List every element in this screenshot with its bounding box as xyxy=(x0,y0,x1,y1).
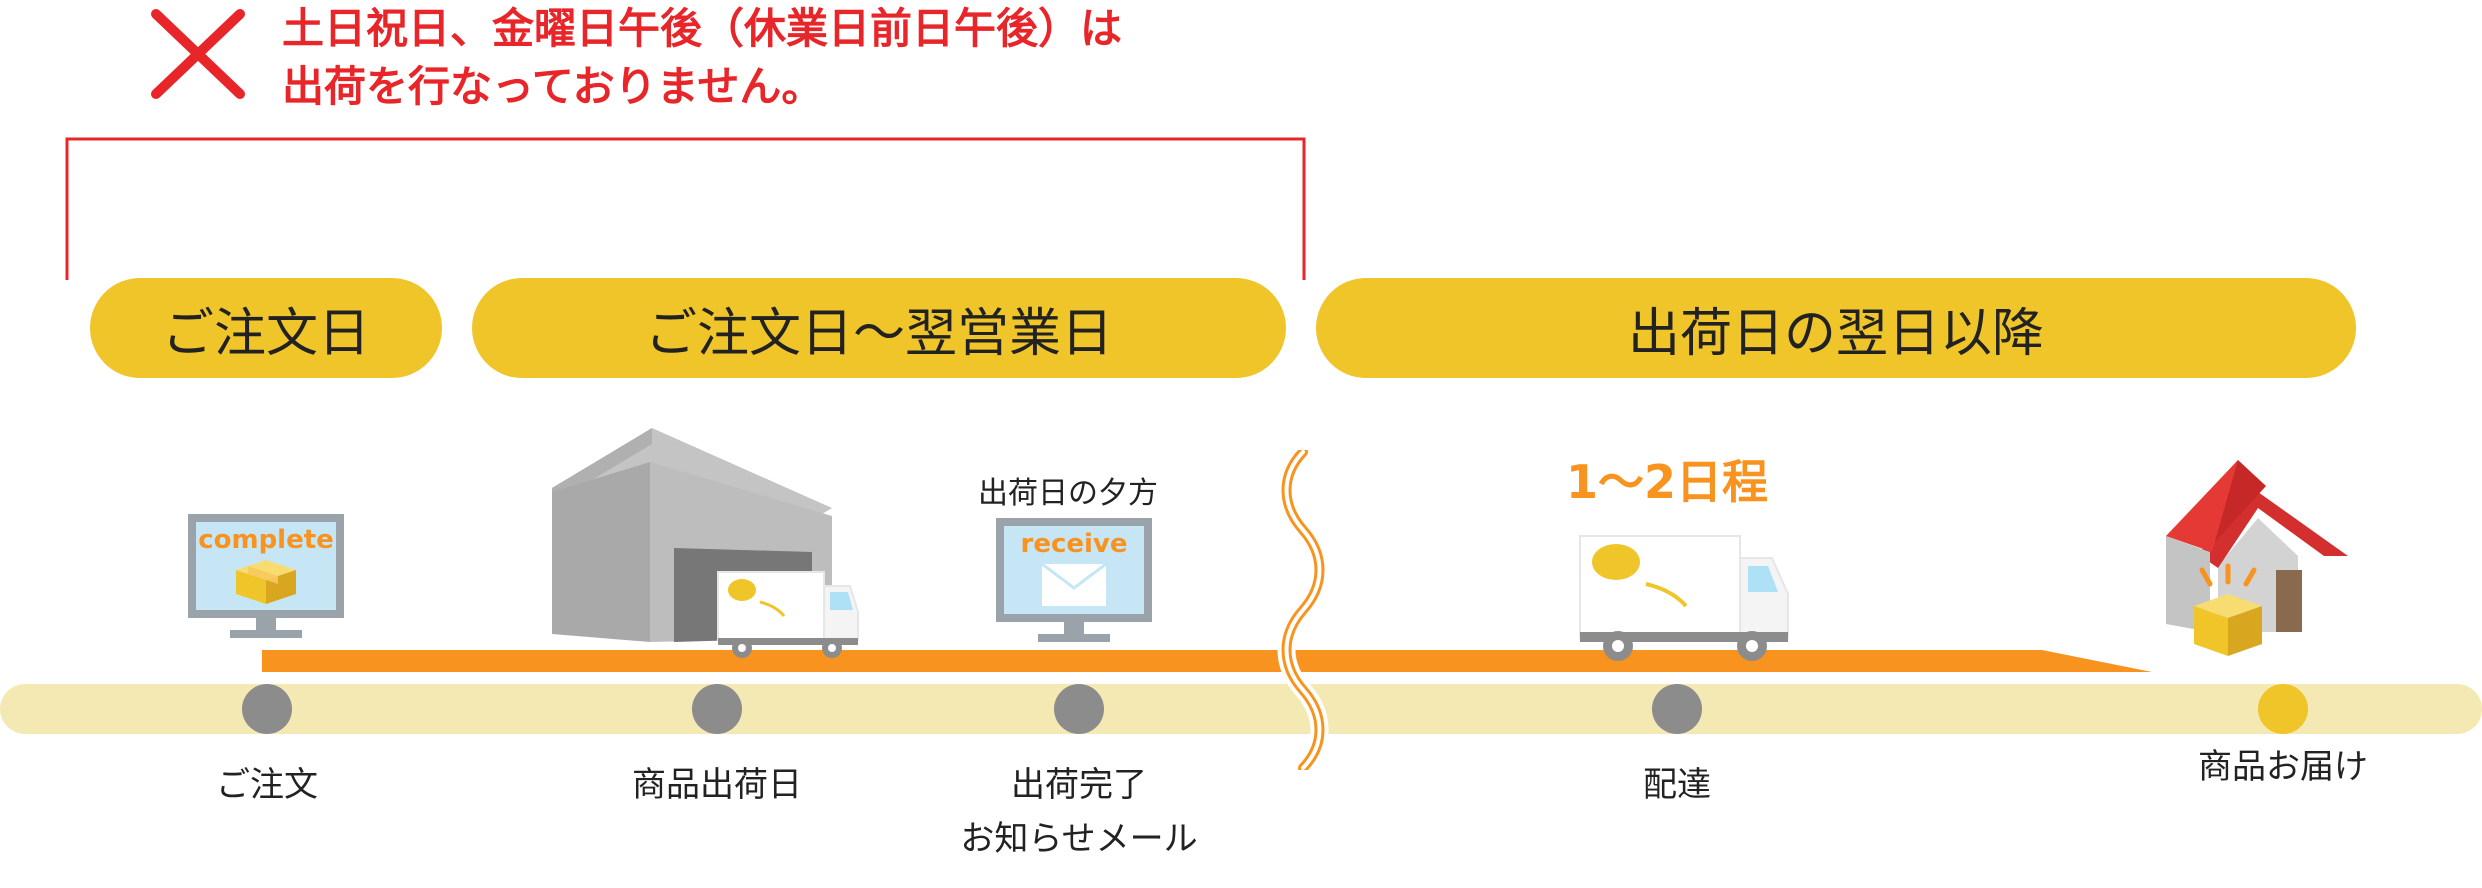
step-dot-ship xyxy=(692,684,742,734)
phase-next-business-day: ご注文日〜翌営業日 xyxy=(472,278,1286,378)
evening-note: 出荷日の夕方 xyxy=(978,476,1158,511)
phase-label: ご注文日〜翌営業日 xyxy=(644,303,1113,364)
delivery-duration: 1〜2日程 xyxy=(1566,455,1769,509)
monitor-order-complete: complete xyxy=(188,514,344,638)
screen-word-complete: complete xyxy=(198,525,334,555)
sparkle-icon xyxy=(2199,563,2257,587)
phase-after-shipping: 出荷日の翌日以降 xyxy=(1316,278,2356,378)
step-dot-mail xyxy=(1054,684,1104,734)
phase-label: 出荷日の翌日以降 xyxy=(1627,303,2044,364)
phase-order-day: ご注文日 xyxy=(90,278,442,378)
step-label-order: ご注文 xyxy=(216,765,318,805)
step-label-mail-main: 出荷完了 xyxy=(1011,765,1147,805)
step-dot-order xyxy=(242,684,292,734)
house-icon xyxy=(2166,460,2348,656)
time-skip-wave xyxy=(1277,450,1329,770)
envelope-icon xyxy=(1041,562,1107,606)
phase-label: ご注文日 xyxy=(161,303,370,364)
delivery-truck-icon xyxy=(1579,535,1789,661)
truck-small-icon xyxy=(717,571,859,658)
package-icon xyxy=(2194,594,2262,656)
step-label-mail: 出荷完了 お知らせメール xyxy=(929,758,1229,866)
step-label-ship: 商品出荷日 xyxy=(632,765,802,805)
progress-arrow xyxy=(262,650,2152,672)
monitor-mail-receive: receive xyxy=(996,518,1152,642)
timeline-track xyxy=(0,684,2482,734)
step-dot-arrival xyxy=(2258,684,2308,734)
shipping-notice: 土日祝日、金曜日午後（休業日前日午後）は 出荷を行なっておりません。 xyxy=(282,0,1122,116)
notice-line-1: 土日祝日、金曜日午後（休業日前日午後）は xyxy=(282,4,1123,53)
warehouse-icon xyxy=(552,428,859,658)
step-label-arrival: 商品お届け xyxy=(2198,747,2368,787)
step-dot-delivery xyxy=(1652,684,1702,734)
step-label-mail-sub: お知らせメール xyxy=(960,819,1198,859)
notice-bracket xyxy=(65,137,1306,280)
notice-line-2: 出荷を行なっておりません。 xyxy=(282,62,824,111)
cross-icon xyxy=(151,9,245,99)
screen-word-receive: receive xyxy=(1021,529,1128,559)
package-icon xyxy=(236,560,296,604)
step-label-delivery: 配達 xyxy=(1643,765,1711,805)
